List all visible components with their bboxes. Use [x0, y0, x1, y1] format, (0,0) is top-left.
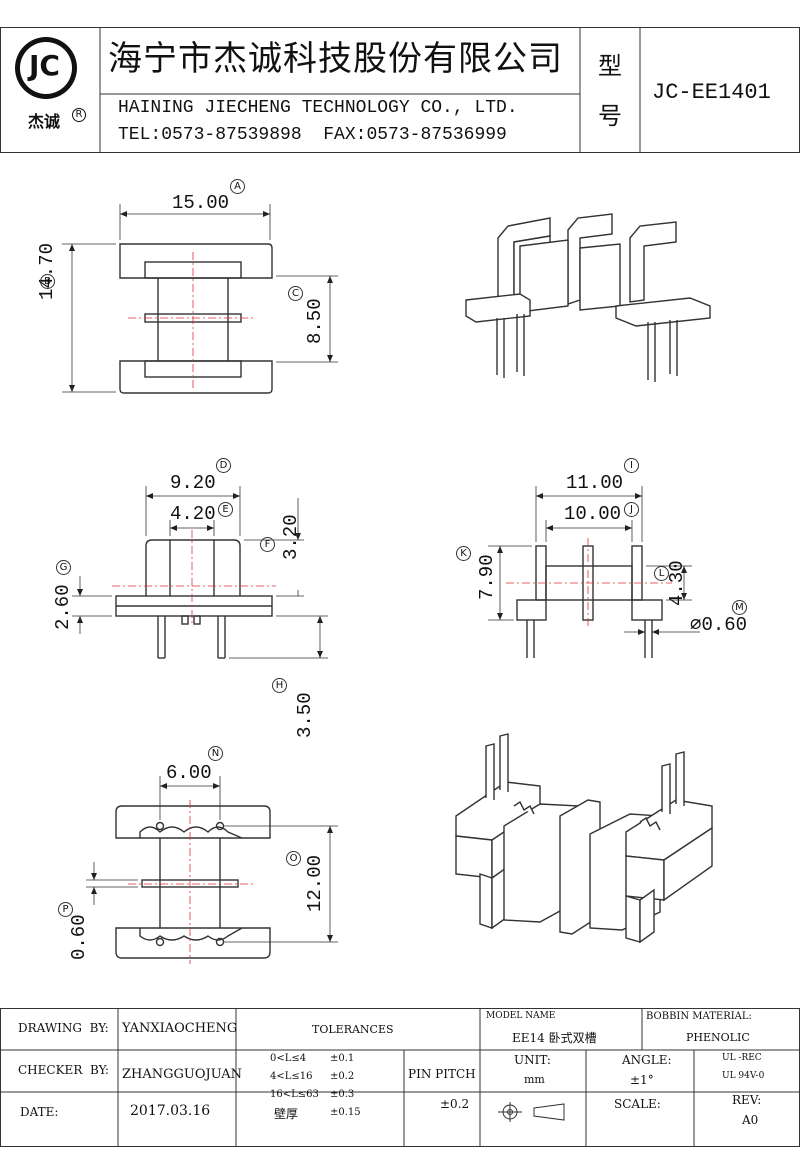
dim-a-letter: A — [230, 179, 245, 194]
dim-d-value: 9.20 — [170, 472, 216, 494]
checker-by-label: CHECKER BY: — [18, 1063, 110, 1077]
front-dimlines — [72, 486, 328, 659]
date-value: 2017.03.16 — [130, 1103, 211, 1119]
projection-symbol — [498, 1102, 565, 1122]
dim-e-letter: E — [218, 502, 233, 517]
drawing-by-label: DRAWING BY: — [18, 1021, 109, 1035]
dim-g-value: 2.60 — [52, 584, 74, 630]
dim-a-value: 15.00 — [172, 192, 230, 214]
bobbin-material-value: PHENOLIC — [686, 1031, 750, 1044]
company-contact: TEL:0573-87539898 FAX:0573-87536999 — [118, 125, 507, 145]
model-label-1: 型 — [598, 52, 622, 80]
view-bottom — [115, 800, 271, 964]
view-side — [506, 538, 672, 658]
dim-g-letter: G — [56, 560, 71, 575]
tol-3-range: 16<L≤63 — [270, 1089, 319, 1100]
dim-o-letter: O — [286, 851, 301, 866]
rev-value: A0 — [742, 1113, 759, 1127]
checker-by-value: ZHANGGUOJUAN — [122, 1067, 243, 1082]
side-dimlines — [488, 486, 700, 635]
dim-b-letter: B — [40, 274, 55, 289]
dim-n-value: 6.00 — [166, 762, 212, 784]
model-number: JC-EE1401 — [652, 80, 771, 105]
ul-94v0: UL 94V-0 — [722, 1071, 765, 1081]
model-label-2: 号 — [598, 102, 622, 130]
dim-k-letter: K — [456, 546, 471, 561]
view-iso-bottom — [455, 733, 713, 944]
drawing-by-value: YANXIAOCHENG — [122, 1021, 238, 1036]
dim-j-letter: J — [624, 502, 639, 517]
ul-rec: UL -REC — [722, 1053, 762, 1063]
dim-j-value: 10.00 — [564, 503, 622, 525]
dim-n-letter: N — [208, 746, 223, 761]
tol-4-range: 壁厚 — [274, 1107, 299, 1121]
pin-pitch-value: ±0.2 — [440, 1097, 470, 1111]
dim-p-value: 0.60 — [68, 914, 90, 960]
model-name-value: EE14 卧式双槽 — [512, 1031, 597, 1045]
company-name-cn: 海宁市杰诚科技股份有限公司 — [108, 39, 563, 79]
dim-c-letter: C — [288, 286, 303, 301]
dim-o-value: 12.00 — [304, 854, 326, 912]
dim-f-value: 3.20 — [280, 514, 302, 560]
top-dimlines — [62, 204, 338, 393]
view-top — [119, 243, 273, 394]
pin-pitch-label: PIN PITCH — [408, 1067, 476, 1081]
tol-3-value: ±0.3 — [330, 1089, 355, 1100]
scale-label: SCALE: — [614, 1097, 661, 1111]
dim-k-value: 7.90 — [476, 554, 498, 600]
bottom-dimlines — [86, 776, 338, 943]
angle-label: ANGLE: — [622, 1053, 672, 1067]
dim-b-value: 14.70 — [36, 242, 58, 300]
logo-text: JC — [29, 49, 60, 82]
date-label: DATE: — [20, 1105, 59, 1119]
title-block-frame — [0, 1008, 800, 1147]
dim-l-letter: L — [654, 566, 669, 581]
tolerances-label: TOLERANCES — [312, 1023, 394, 1036]
tol-2-range: 4<L≤16 — [270, 1071, 313, 1082]
dim-d-letter: D — [216, 458, 231, 473]
dim-c-value: 8.50 — [304, 298, 326, 344]
dim-f-letter: F — [260, 537, 275, 552]
tol-1-value: ±0.1 — [330, 1053, 355, 1064]
angle-value: ±1° — [630, 1073, 654, 1087]
rev-label: REV: — [732, 1093, 762, 1107]
company-name-en: HAINING JIECHENG TECHNOLOGY CO., LTD. — [118, 98, 518, 118]
dim-p-letter: P — [58, 902, 73, 917]
logo-registered: R — [72, 108, 86, 122]
tol-1-range: 0<L≤4 — [270, 1053, 307, 1064]
dim-h-letter: H — [272, 678, 287, 693]
dim-h-value: 3.50 — [294, 692, 316, 738]
dim-i-letter: I — [624, 458, 639, 473]
dim-m-value: ⌀0.60 — [690, 614, 748, 636]
model-name-label: MODEL NAME — [486, 1011, 556, 1021]
view-front — [112, 530, 276, 659]
dim-l-value: 4.30 — [666, 560, 688, 606]
tol-4-value: ±0.15 — [330, 1107, 361, 1118]
dim-i-value: 11.00 — [566, 472, 624, 494]
dim-e-value: 4.20 — [170, 503, 216, 525]
unit-label: UNIT: — [514, 1053, 551, 1067]
tol-2-value: ±0.2 — [330, 1071, 355, 1082]
logo-sub: 杰诚 — [28, 112, 61, 131]
unit-value: mm — [524, 1073, 545, 1086]
view-iso-top — [465, 213, 711, 382]
dim-m-letter: M — [732, 600, 747, 615]
bobbin-material-label: BOBBIN MATERIAL: — [646, 1011, 752, 1022]
